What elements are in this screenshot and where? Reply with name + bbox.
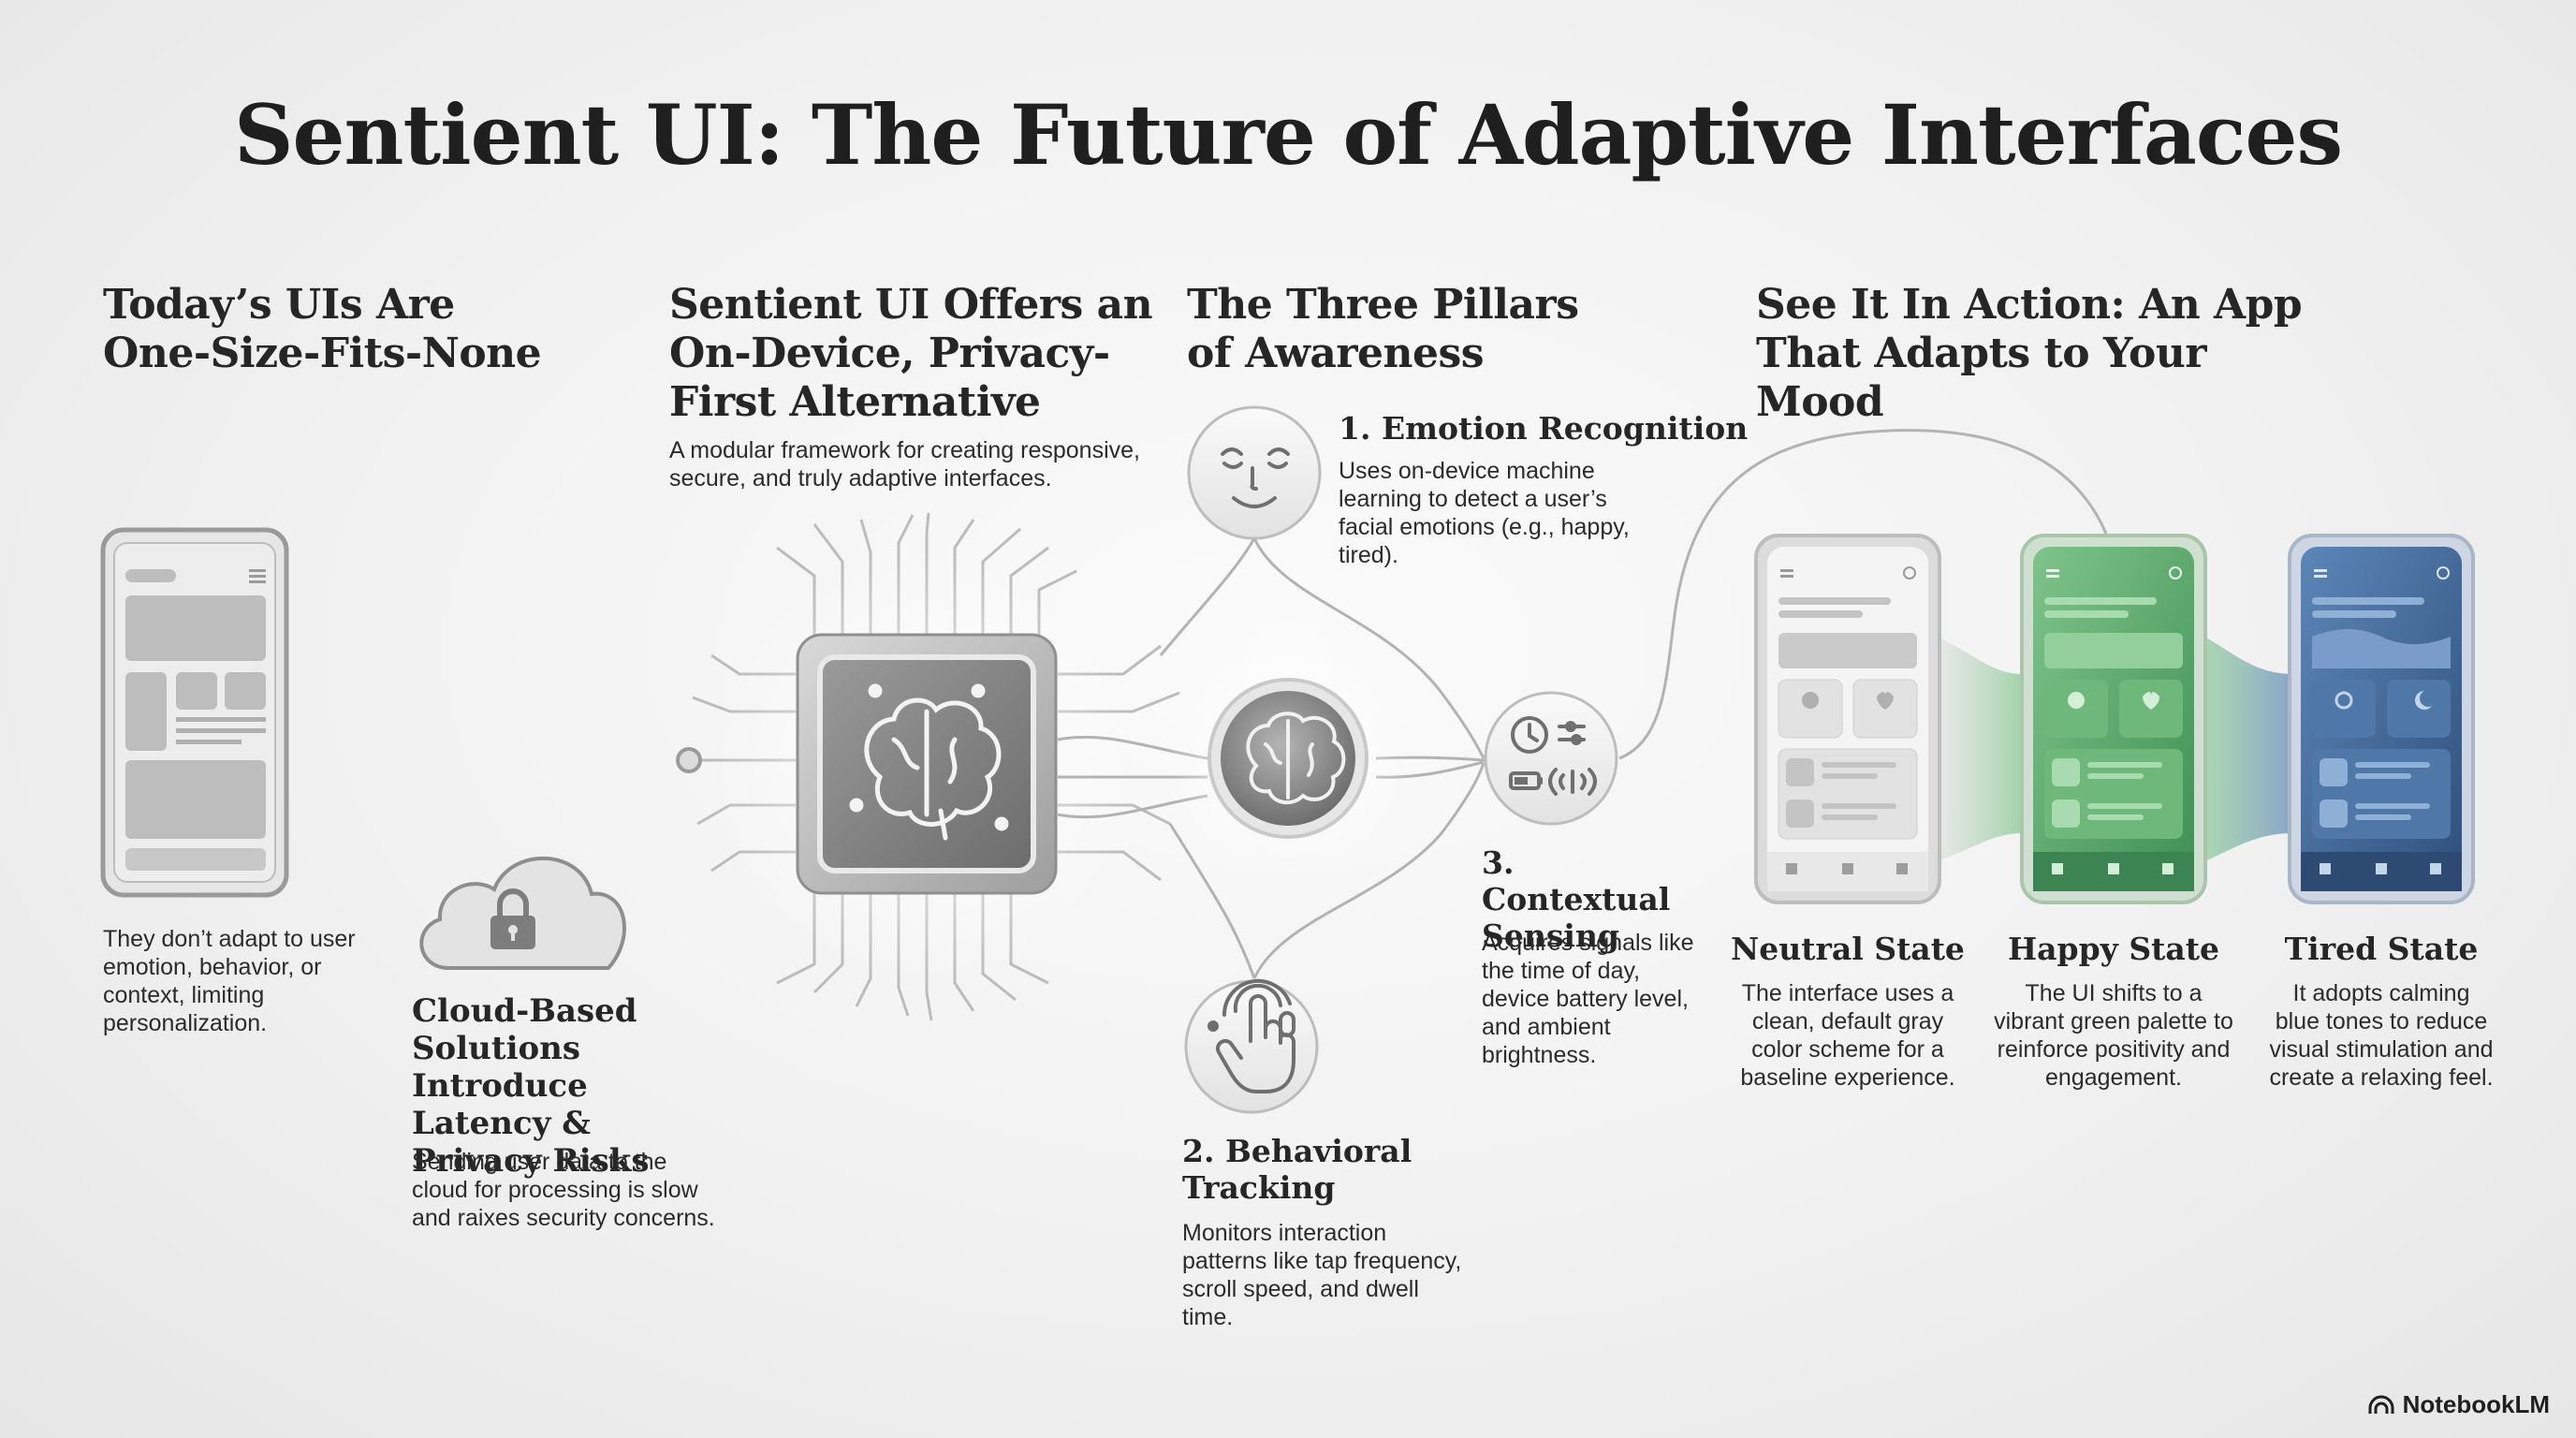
sentient-text: A modular framework for creating respons…: [669, 437, 1140, 492]
smiling-face-icon: [1187, 405, 1322, 540]
contextual-text: Acquires signals like the time of day, d…: [1482, 930, 1694, 1068]
phone-neutral-state: [1754, 534, 1941, 904]
brain-icon: [1166, 637, 1410, 880]
transition-band-neutral-happy: [1938, 637, 2022, 861]
chip-brain-icon: [711, 552, 1142, 983]
emotion-text: Uses on-device machine learning to detec…: [1339, 458, 1630, 568]
page-title: Sentient UI: The Future of Adaptive Inte…: [233, 86, 2343, 183]
state-text-tired: It adopts calming blue tones to reduce v…: [2269, 980, 2494, 1091]
transition-band-happy-tired: [2204, 637, 2293, 861]
clock-sensors-icon: [1484, 691, 1618, 826]
phone-wireframe-icon: [100, 527, 289, 898]
hand-tap-icon: [1184, 978, 1319, 1114]
emotion-heading: 1. Emotion Recognition: [1339, 410, 1749, 447]
phone-tired-state: [2288, 534, 2475, 904]
action-heading: See It In Action: An App That Adapts to …: [1756, 281, 2303, 426]
state-name-happy: Happy State: [2007, 931, 2220, 967]
behavioral-heading: 2. Behavioral Tracking: [1182, 1133, 1412, 1206]
behavioral-text: Monitors interaction patterns like tap f…: [1182, 1220, 1462, 1330]
brand-label: NotebookLM: [2402, 1390, 2550, 1418]
today-heading: Today’s UIs Are One-Size-Fits-None: [103, 281, 542, 377]
contextual-heading: 3. Contextual Sensing: [1482, 844, 1671, 954]
today-text: They don’t adapt to user emotion, behavi…: [103, 926, 356, 1036]
notebooklm-logo-icon: [2368, 1395, 2394, 1414]
sentient-heading: Sentient UI Offers an On-Device, Privacy…: [669, 281, 1153, 426]
state-name-neutral: Neutral State: [1731, 931, 1965, 967]
notebooklm-brand: NotebookLM: [2367, 1390, 2550, 1419]
cloud-heading: Cloud-Based Solutions Introduce Latency …: [412, 992, 650, 1180]
state-text-neutral: The interface uses a clean, default gray…: [1740, 980, 1955, 1091]
state-name-tired: Tired State: [2284, 931, 2479, 967]
state-text-happy: The UI shifts to a vibrant green palette…: [1994, 980, 2233, 1091]
cloud-text: Sending user data to the cloud for proce…: [412, 1149, 715, 1231]
cloud-lock-icon: [419, 856, 626, 970]
pillars-heading: The Three Pillars of Awareness: [1187, 281, 1579, 377]
circuit-node: [676, 747, 702, 773]
phone-happy-state: [2020, 534, 2207, 904]
